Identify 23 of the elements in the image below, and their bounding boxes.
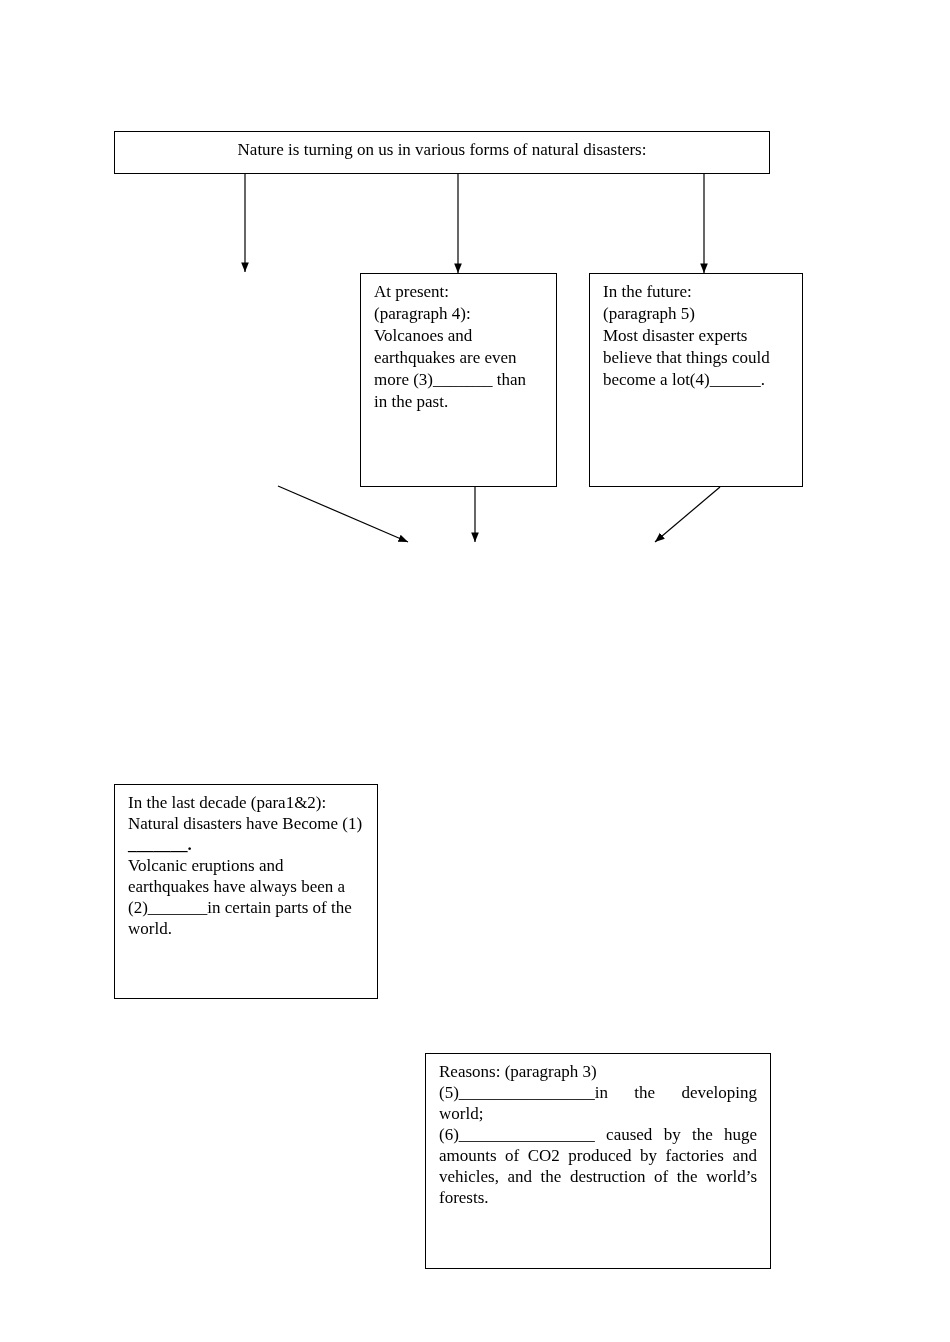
box-text: At present: xyxy=(374,281,451,303)
box-text: (paragraph 5) xyxy=(603,303,697,325)
box-text: Reasons: (paragraph 3) xyxy=(439,1061,598,1082)
box-text: (5)________________in the developing world; xyxy=(439,1082,757,1124)
box-text: Volcanic eruptions and earthquakes have always been a (2)_______in certain parts of the world. xyxy=(128,855,353,939)
text-box xyxy=(589,273,803,487)
text-box xyxy=(114,131,770,174)
arrow xyxy=(454,173,462,274)
text-box xyxy=(360,273,557,487)
arrow xyxy=(654,486,721,543)
box-text: Natural disasters have Become (1) _______. xyxy=(128,813,364,855)
box-text: (paragraph 4): xyxy=(374,303,472,325)
text-box xyxy=(425,1053,771,1269)
box-text: Nature is turning on us in various forms of natural disasters: xyxy=(236,139,648,161)
box-text: In the future: xyxy=(603,281,693,303)
box-text: Volcanoes and earthquakes are even more (3)_______ than in the past. xyxy=(374,325,528,413)
box-text: In the last decade (para1&2): xyxy=(128,792,328,813)
box-text: (6)________________ caused by the huge amounts of CO2 produced by factories and vehicles, and the destruction of the world’s forests. xyxy=(439,1124,757,1208)
text-box xyxy=(114,784,378,999)
arrow xyxy=(241,173,249,273)
arrow xyxy=(471,486,479,543)
arrow xyxy=(700,173,708,274)
box-text: Most disaster experts believe that things could become a lot(4)______. xyxy=(603,325,771,391)
